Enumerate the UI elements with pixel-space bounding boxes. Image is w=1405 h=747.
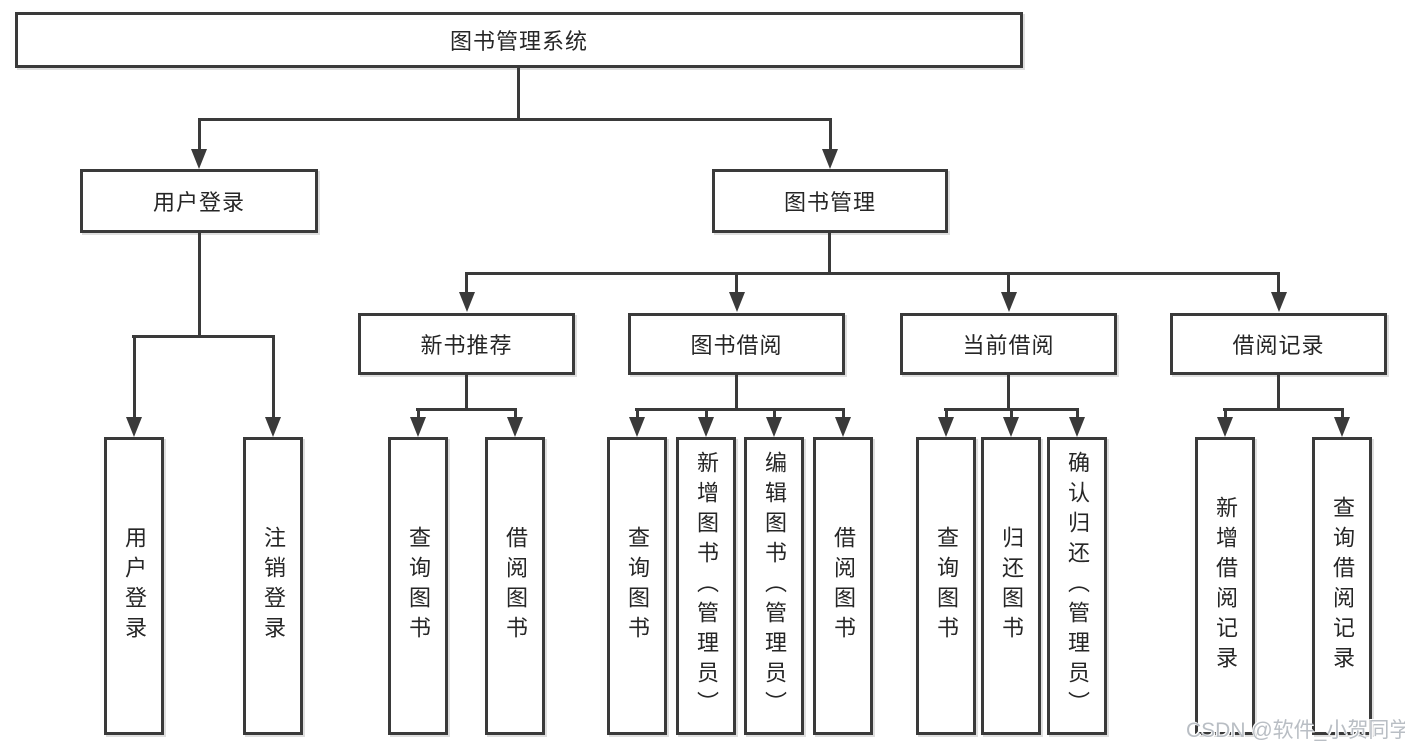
connector-shaft [773, 408, 776, 419]
node-current-borrow: 当前借阅 [900, 313, 1117, 375]
node-leaf-query-borrow-record: 查询借阅记录 [1312, 437, 1372, 735]
node-label: 查询图书 [406, 526, 431, 646]
connector-shaft [1224, 408, 1227, 419]
node-label: 图书管理 [783, 190, 876, 215]
arrow-down-icon [938, 417, 954, 437]
connector-group-stub [735, 375, 738, 410]
node-book-borrow: 图书借阅 [628, 313, 845, 375]
node-library-management-system: 图书管理系统 [15, 12, 1023, 68]
node-label: 确认归还（管理员） [1065, 451, 1090, 721]
arrow-down-icon [629, 417, 645, 437]
connector-root-bar [198, 118, 832, 121]
connector-shaft [198, 118, 201, 151]
connector-shaft [705, 408, 708, 419]
node-leaf-query-books-3: 查询图书 [916, 437, 976, 735]
arrow-down-icon [766, 417, 782, 437]
node-label: 借阅图书 [831, 526, 856, 646]
node-leaf-add-borrow-record: 新增借阅记录 [1195, 437, 1255, 735]
connector-shaft [735, 272, 738, 294]
node-leaf-borrow-books-1: 借阅图书 [485, 437, 545, 735]
arrow-down-icon [835, 417, 851, 437]
connector-shaft [636, 408, 639, 419]
arrow-down-icon [1271, 292, 1287, 312]
arrow-down-icon [459, 292, 475, 312]
arrow-down-icon [1334, 417, 1350, 437]
connector-shaft [945, 408, 948, 419]
connector-shaft [133, 335, 136, 419]
node-label: 当前借阅 [962, 333, 1055, 358]
csdn-watermark: CSDN @软件_小贺同学 [1186, 719, 1405, 742]
connector-shaft [829, 118, 832, 151]
node-borrow-records: 借阅记录 [1170, 313, 1387, 375]
node-leaf-confirm-return-admin: 确认归还（管理员） [1047, 437, 1107, 735]
node-label: 新增图书（管理员） [694, 451, 719, 721]
node-label: 借阅图书 [503, 526, 528, 646]
connector-group-bar [635, 408, 845, 411]
node-label: 查询图书 [625, 526, 650, 646]
node-new-book-recommend: 新书推荐 [358, 313, 575, 375]
connector-user-login-bar [132, 335, 275, 338]
connector-shaft [1010, 408, 1013, 419]
node-label: 新书推荐 [420, 333, 513, 358]
node-leaf-query-books-2: 查询图书 [607, 437, 667, 735]
arrow-down-icon [191, 149, 207, 169]
node-label: 图书管理系统 [449, 29, 588, 54]
node-leaf-edit-books-admin: 编辑图书（管理员） [744, 437, 804, 735]
connector-root-stub [517, 68, 520, 120]
connector-shaft [272, 335, 275, 419]
arrow-down-icon [1069, 417, 1085, 437]
node-label: 用户登录 [152, 190, 245, 215]
node-label: 用户登录 [122, 526, 147, 646]
arrow-down-icon [1217, 417, 1233, 437]
arrow-down-icon [729, 292, 745, 312]
connector-shaft [1076, 408, 1079, 419]
node-label: 归还图书 [999, 526, 1024, 646]
node-label: 编辑图书（管理员） [762, 451, 787, 721]
arrow-down-icon [126, 417, 142, 437]
node-leaf-query-books-1: 查询图书 [388, 437, 448, 735]
connector-group-stub [1277, 375, 1280, 410]
node-label: 新增借阅记录 [1213, 496, 1238, 676]
connector-level3-bar [465, 272, 1280, 275]
connector-user-login-stub [198, 233, 201, 337]
connector-group-bar [1223, 408, 1344, 411]
connector-shaft [1277, 272, 1280, 294]
node-label: 注销登录 [261, 526, 286, 646]
connector-shaft [1341, 408, 1344, 419]
connector-shaft [465, 272, 468, 294]
node-user-login: 用户登录 [80, 169, 318, 233]
node-leaf-borrow-books-2: 借阅图书 [813, 437, 873, 735]
node-label: 图书借阅 [690, 333, 783, 358]
connector-shaft [514, 408, 517, 419]
connector-shaft [1007, 272, 1010, 294]
node-label: 查询图书 [934, 526, 959, 646]
node-leaf-add-books-admin: 新增图书（管理员） [676, 437, 736, 735]
node-label: 借阅记录 [1232, 333, 1325, 358]
arrow-down-icon [698, 417, 714, 437]
arrow-down-icon [265, 417, 281, 437]
node-leaf-logout: 注销登录 [243, 437, 303, 735]
connector-shaft [842, 408, 845, 419]
node-book-management: 图书管理 [712, 169, 948, 233]
arrow-down-icon [410, 417, 426, 437]
connector-group-stub [1007, 375, 1010, 410]
node-leaf-user-login: 用户登录 [104, 437, 164, 735]
node-label: 查询借阅记录 [1330, 496, 1355, 676]
connector-group-bar [416, 408, 517, 411]
arrow-down-icon [507, 417, 523, 437]
connector-group-stub [465, 375, 468, 410]
arrow-down-icon [1003, 417, 1019, 437]
connector-book-mgmt-stub [828, 233, 831, 274]
connector-shaft [417, 408, 420, 419]
node-leaf-return-books: 归还图书 [981, 437, 1041, 735]
arrow-down-icon [822, 149, 838, 169]
arrow-down-icon [1001, 292, 1017, 312]
